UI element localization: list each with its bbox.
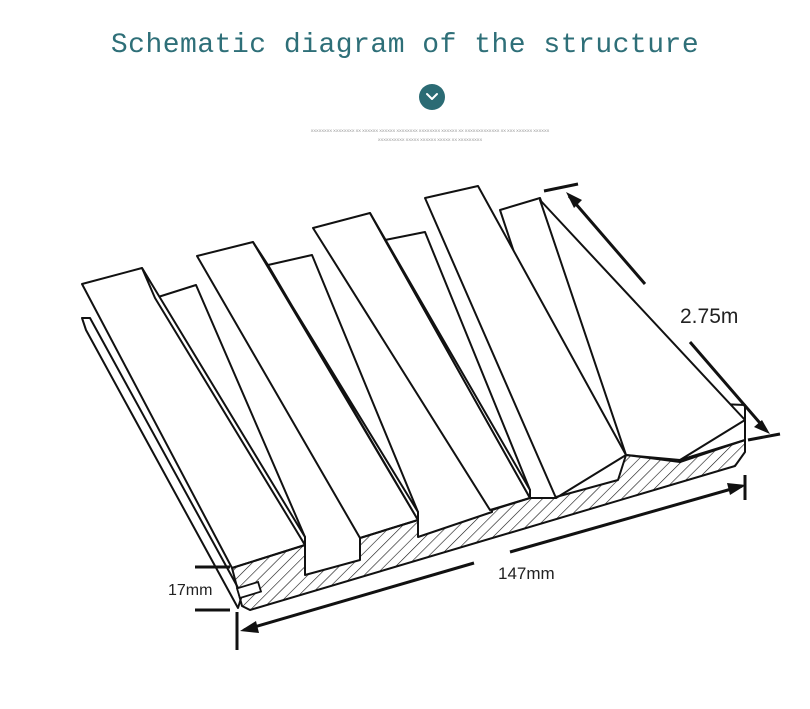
fine-print-line-1: XXXXXXXX XXXXXXXX XX XXXXXX XXXXXX XXXXX… xyxy=(310,128,550,133)
cross-section-hatch xyxy=(231,439,746,611)
width-label: 147mm xyxy=(498,564,555,583)
fine-print-line-2: XXXXXXXXXX XXXXX XXXXXX XXXXX XX XXXXXXX… xyxy=(377,137,483,142)
length-label: 2.75m xyxy=(680,305,738,328)
thickness-label: 17mm xyxy=(168,582,212,599)
expand-button[interactable] xyxy=(419,84,445,110)
chevron-down-icon xyxy=(426,93,438,100)
page-title: Schematic diagram of the structure xyxy=(110,30,700,61)
tongue-slot xyxy=(235,580,263,600)
